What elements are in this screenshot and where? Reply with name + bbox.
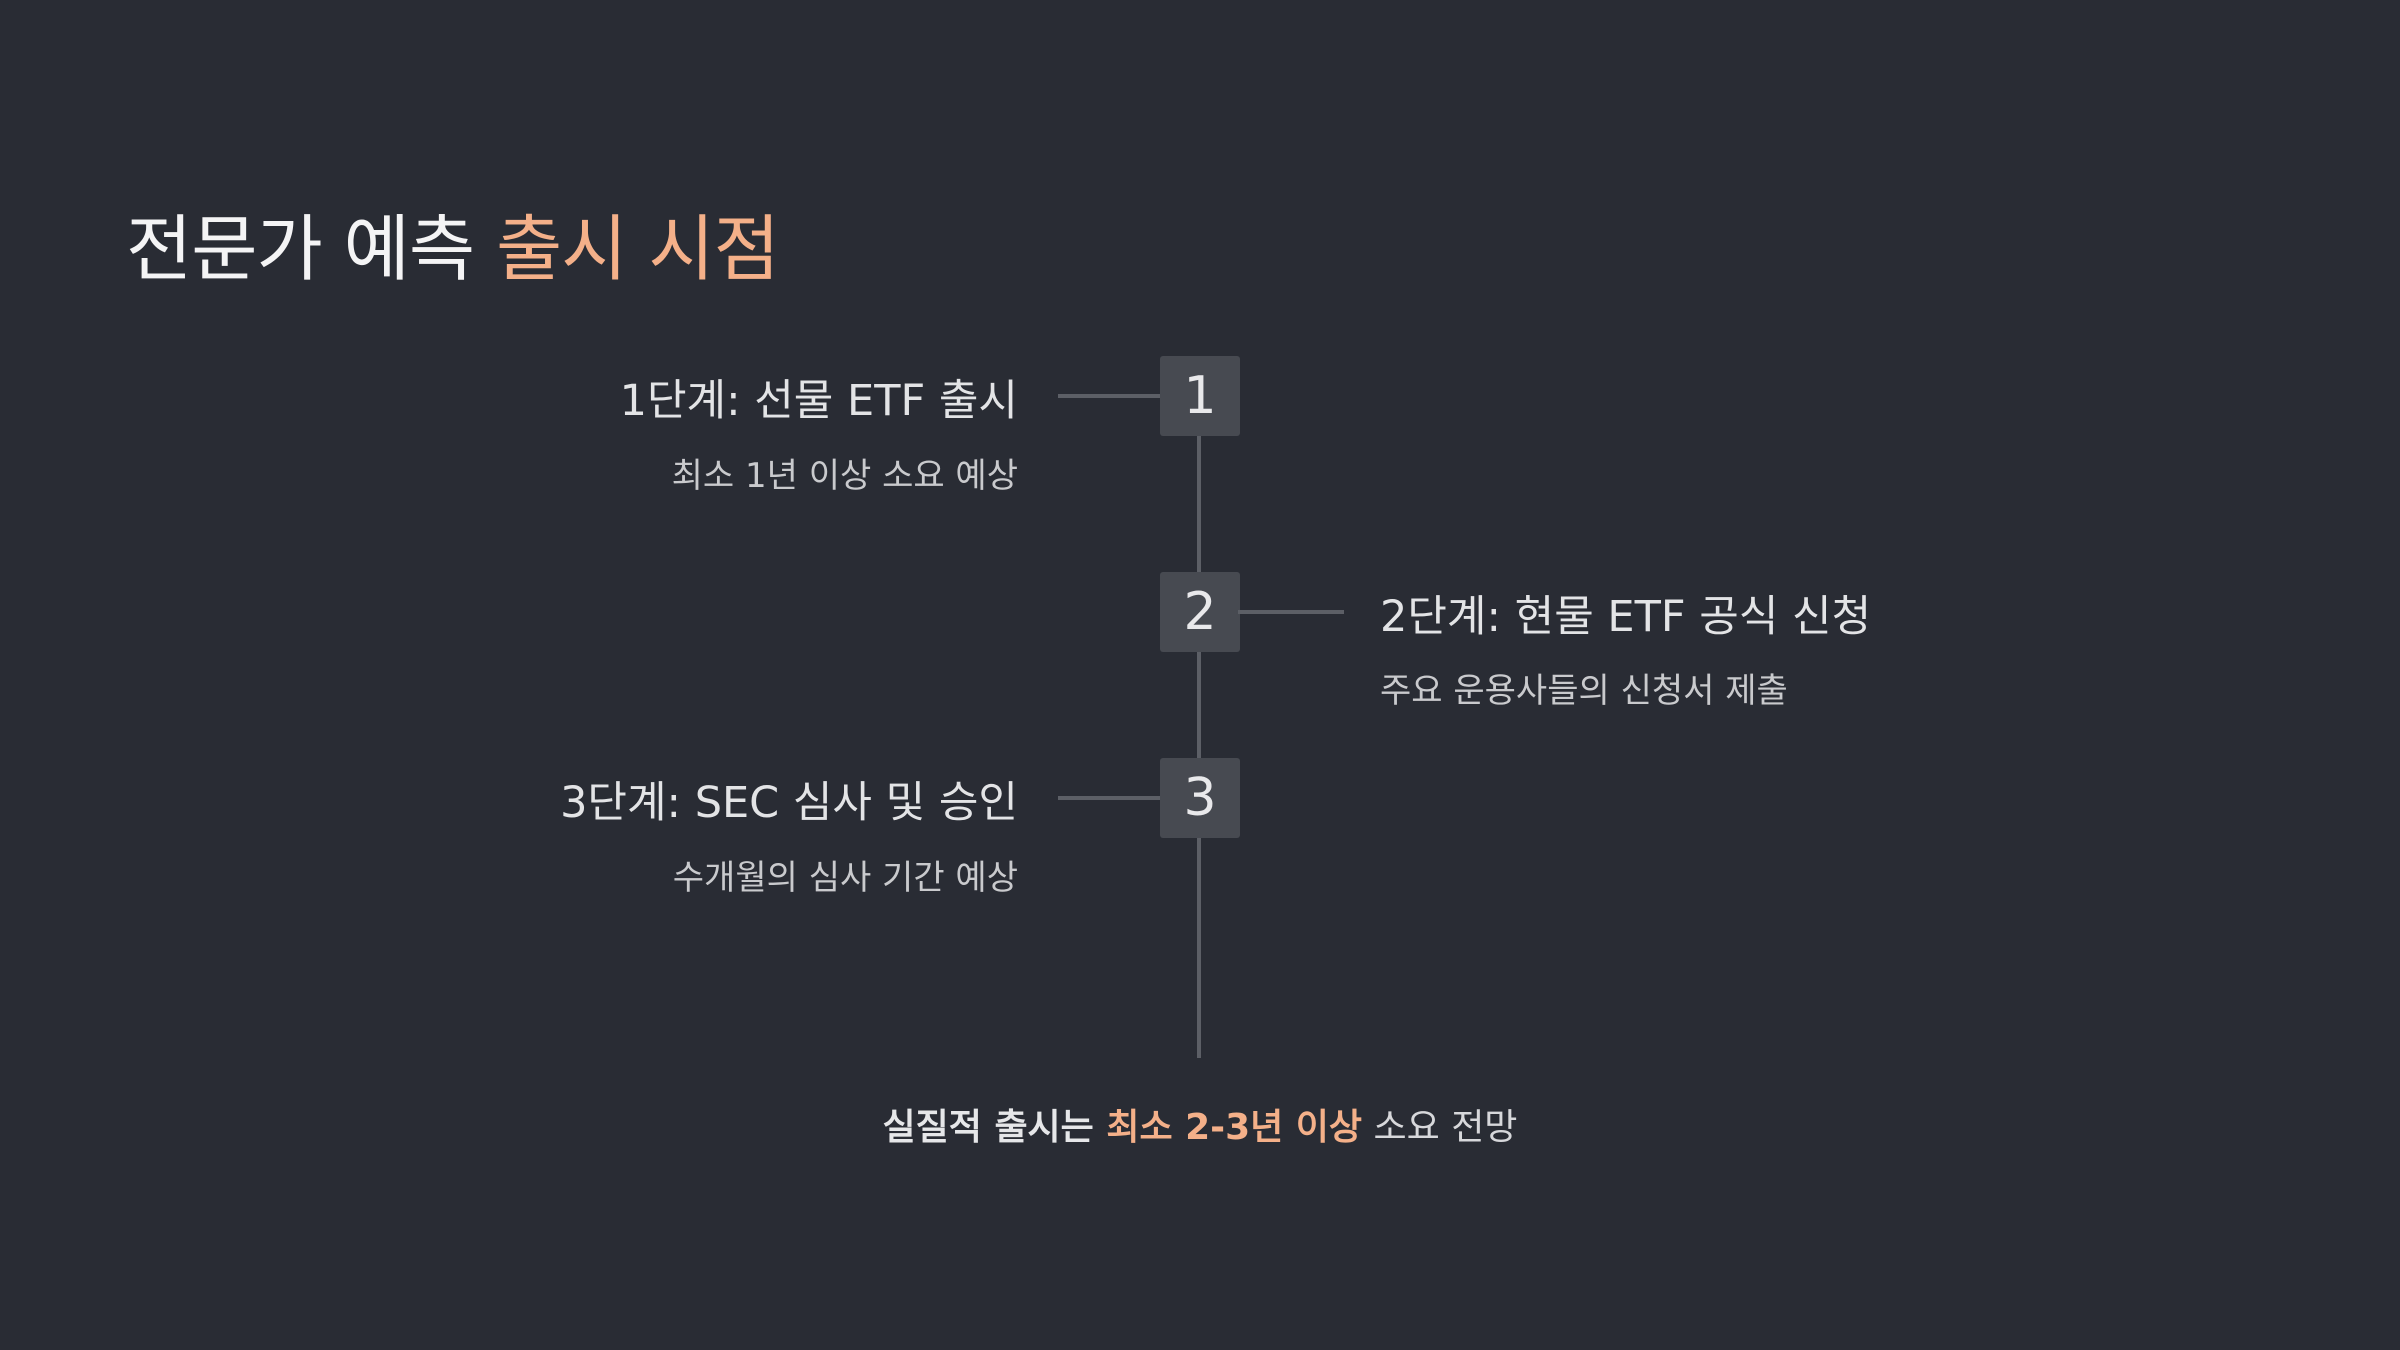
summary-accent: 최소 2-3년 이상 <box>1106 1107 1363 1148</box>
step-1-number-box: 1 <box>1160 356 1240 436</box>
step-1-description: 최소 1년 이상 소요 예상 <box>671 456 1018 496</box>
step-2-connector <box>1238 610 1344 614</box>
step-2-description: 주요 운용사들의 신청서 제출 <box>1380 671 1788 711</box>
summary-text: 실질적 출시는 최소 2-3년 이상 소요 전망 <box>0 1098 2400 1150</box>
step-2-title: 2단계: 현물 ETF 공식 신청 <box>1380 592 1872 642</box>
timeline-line <box>1197 356 1201 1058</box>
title-accent: 출시 시점 <box>495 207 780 291</box>
step-1-connector <box>1058 394 1162 398</box>
step-3-number-box: 3 <box>1160 758 1240 838</box>
step-3-title: 3단계: SEC 심사 및 승인 <box>560 778 1018 828</box>
page-title: 전문가 예측 출시 시점 <box>126 190 780 295</box>
title-prefix: 전문가 예측 <box>126 207 496 291</box>
step-3-connector <box>1058 796 1162 800</box>
step-1-title: 1단계: 선물 ETF 출시 <box>619 376 1018 426</box>
summary-rest: 소요 전망 <box>1362 1107 1518 1148</box>
step-2-number-box: 2 <box>1160 572 1240 652</box>
step-3-description: 수개월의 심사 기간 예상 <box>672 858 1018 898</box>
summary-bold: 실질적 출시는 <box>882 1107 1107 1148</box>
